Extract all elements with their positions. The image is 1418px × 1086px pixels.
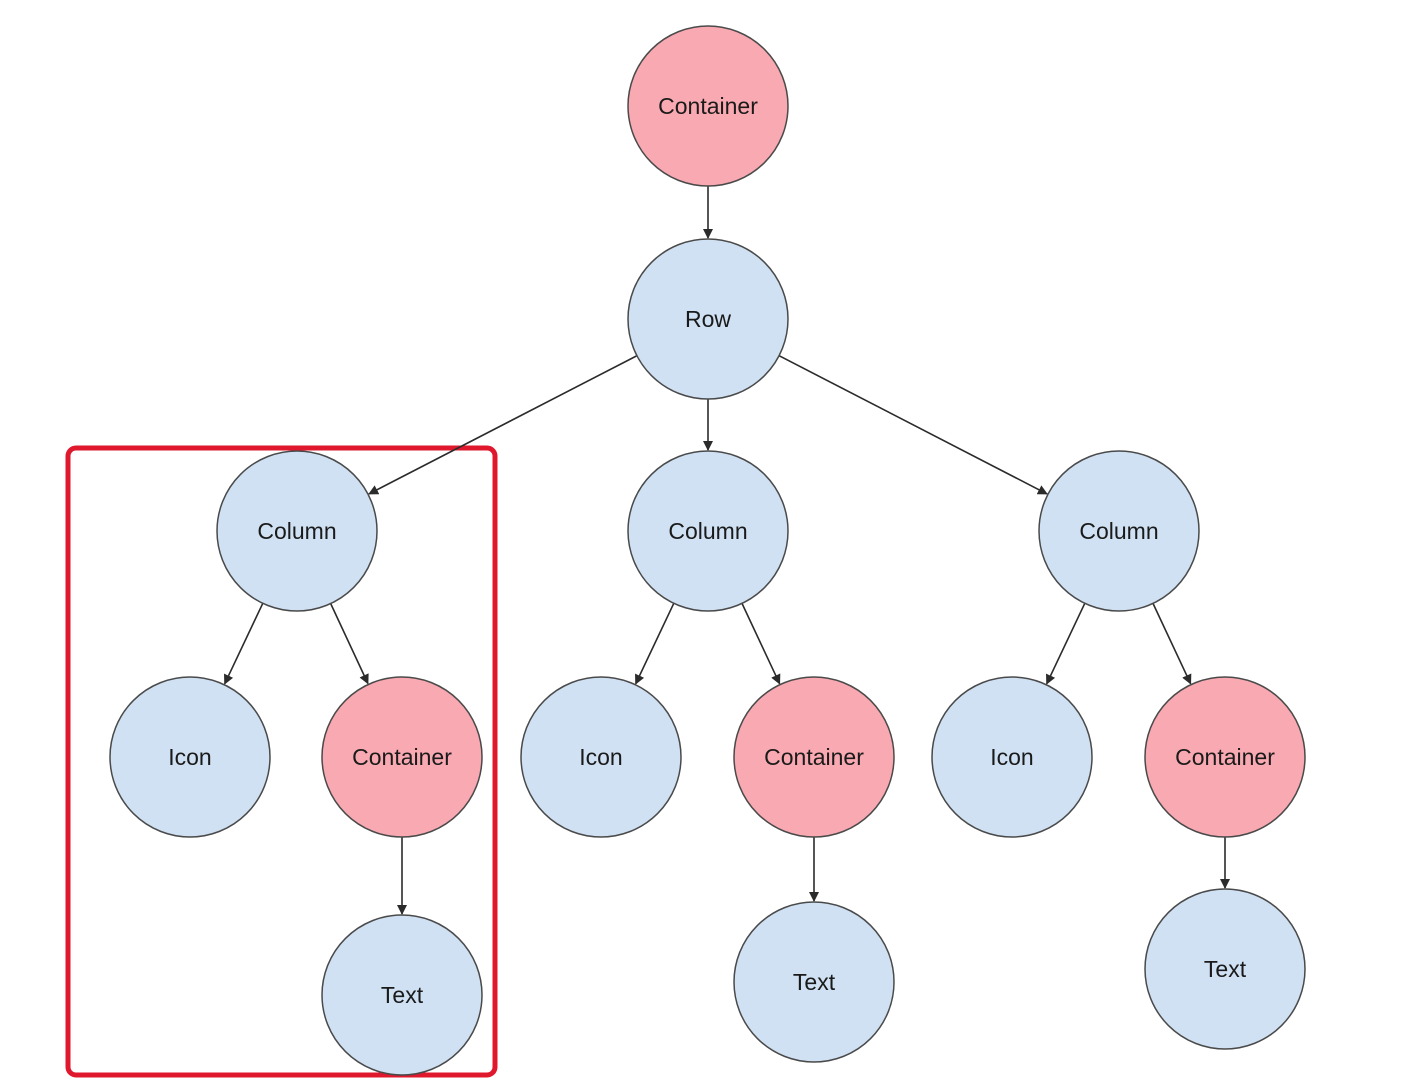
node-text-2: Text [733,901,895,1063]
node-circle-container-1 [321,676,483,838]
edge-column-2-to-icon-2 [634,602,675,685]
highlight-box-column-1-subtree [65,445,498,1078]
node-root-container: Container [627,25,789,187]
node-circle-text-2 [733,901,895,1063]
node-column-2: Column [627,450,789,612]
node-label-row: Row [685,306,731,332]
node-circle-container-2 [733,676,895,838]
node-circle-column-2 [627,450,789,612]
node-label-container-3: Container [1175,744,1275,770]
node-icon-3: Icon [931,676,1093,838]
node-label-container-2: Container [764,744,864,770]
node-container-2: Container [733,676,895,838]
node-label-text-1: Text [381,982,424,1008]
node-icon-2: Icon [520,676,682,838]
node-label-icon-2: Icon [579,744,622,770]
node-circle-text-1 [321,914,483,1076]
node-circle-column-3 [1038,450,1200,612]
node-label-root-container: Container [658,93,758,119]
edge-layer [223,186,1230,915]
node-icon-1: Icon [109,676,271,838]
node-circle-row [627,238,789,400]
node-container-3: Container [1144,676,1306,838]
edge-column-1-to-container-1 [329,603,369,685]
node-label-icon-1: Icon [168,744,211,770]
node-circle-icon-2 [520,676,682,838]
node-label-text-2: Text [793,969,836,995]
edge-column-1-to-icon-1 [223,602,264,685]
node-circle-icon-3 [931,676,1093,838]
node-label-icon-3: Icon [990,744,1033,770]
node-circle-column-1 [216,450,378,612]
node-column-1: Column [216,450,378,612]
node-circle-container-3 [1144,676,1306,838]
node-label-column-2: Column [668,518,747,544]
edge-row-to-column-3 [778,354,1048,495]
edge-column-2-to-container-2 [741,603,781,685]
node-circle-text-3 [1144,888,1306,1050]
edge-row-to-column-1 [368,354,638,495]
node-circle-icon-1 [109,676,271,838]
node-column-3: Column [1038,450,1200,612]
node-text-3: Text [1144,888,1306,1050]
node-label-column-1: Column [257,518,336,544]
node-container-1: Container [321,676,483,838]
edge-column-3-to-container-3 [1152,603,1192,685]
node-label-column-3: Column [1079,518,1158,544]
highlight-layer [65,445,498,1078]
node-label-text-3: Text [1204,956,1247,982]
node-circle-root-container [627,25,789,187]
edge-column-3-to-icon-3 [1045,602,1086,685]
node-row: Row [627,238,789,400]
node-label-container-1: Container [352,744,452,770]
node-text-1: Text [321,914,483,1076]
